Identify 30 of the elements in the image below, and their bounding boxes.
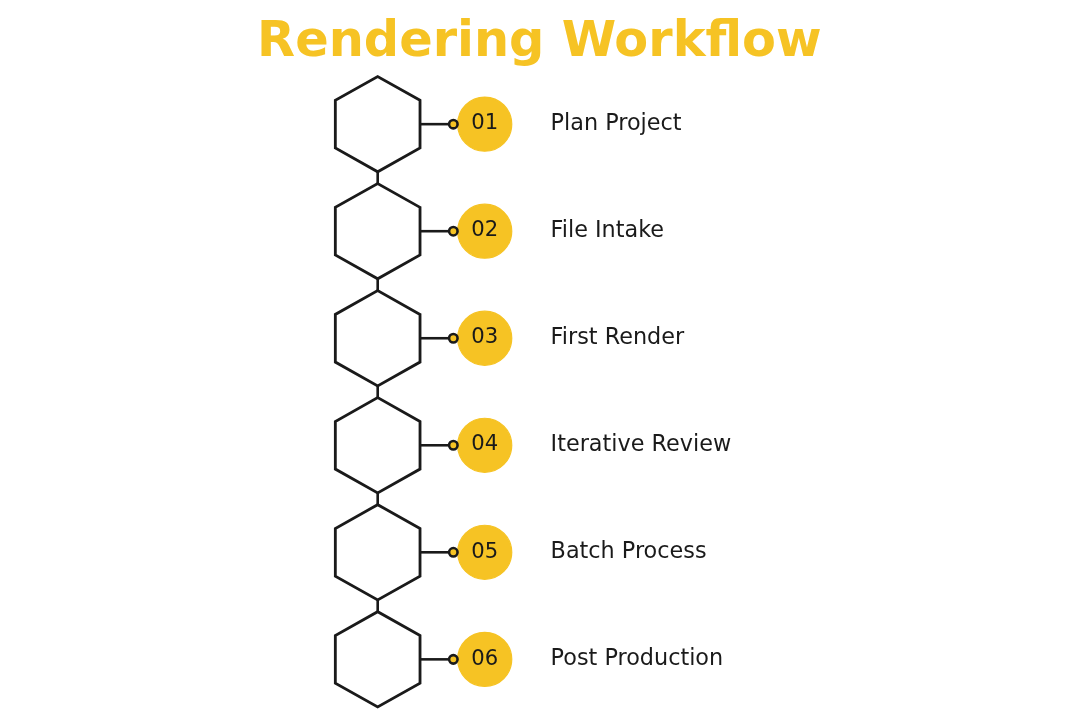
diagram-title: Rendering Workflow bbox=[257, 10, 822, 69]
node-hexagon bbox=[333, 503, 422, 602]
node-label: Iterative Review bbox=[550, 429, 732, 456]
node-label: Post Production bbox=[550, 643, 724, 670]
connector bbox=[420, 546, 459, 558]
connector bbox=[420, 439, 459, 451]
connector bbox=[376, 278, 379, 291]
node-label: File Intake bbox=[550, 215, 665, 242]
node-label: Plan Project bbox=[550, 108, 682, 135]
node-circle: 05 bbox=[457, 524, 513, 580]
connector bbox=[420, 225, 459, 237]
node-label: Batch Process bbox=[550, 536, 707, 563]
node-hexagon bbox=[333, 396, 422, 495]
node-hexagon bbox=[333, 74, 422, 174]
node-hexagon bbox=[333, 610, 422, 709]
connector bbox=[376, 171, 379, 184]
connector bbox=[420, 118, 459, 130]
node-circle: 04 bbox=[457, 417, 513, 473]
node-hexagon bbox=[333, 181, 422, 281]
connector bbox=[376, 600, 379, 612]
connector bbox=[420, 653, 459, 665]
connector bbox=[420, 332, 459, 344]
node-hexagon bbox=[333, 289, 422, 388]
connector bbox=[376, 492, 379, 505]
node-circle: 01 bbox=[457, 96, 513, 152]
node-label: First Render bbox=[550, 322, 685, 349]
node-circle: 03 bbox=[457, 310, 513, 366]
connector bbox=[376, 385, 379, 398]
node-circle: 06 bbox=[457, 631, 513, 687]
node-circle: 02 bbox=[457, 203, 513, 259]
